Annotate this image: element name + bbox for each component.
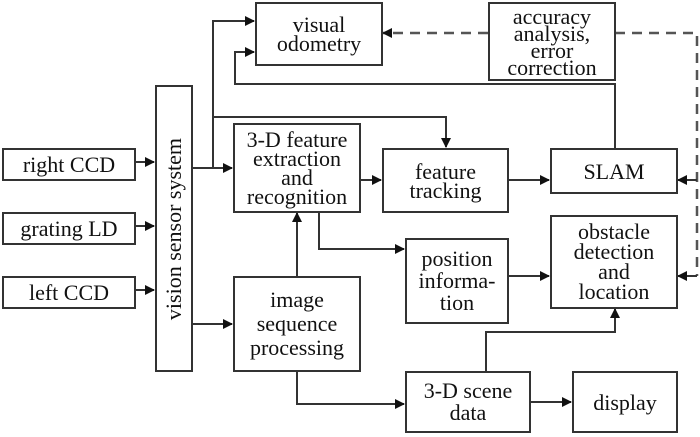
label: right CCD — [22, 152, 116, 177]
node-3d-scene-data: 3-D scene data — [405, 371, 531, 433]
node-image-sequence-processing: image sequence processing — [233, 276, 361, 372]
node-visual-odometry: visual odometry — [255, 2, 383, 66]
edge-accuracy-to-right-rail — [615, 31, 699, 276]
label: grating LD — [20, 216, 118, 241]
label: visual odometry — [276, 12, 362, 56]
label: obstacle detection and location — [573, 219, 655, 304]
label: vision sensor system — [161, 137, 186, 320]
label: left CCD — [28, 280, 110, 305]
label: 3-D scene data — [423, 378, 513, 425]
node-right-ccd: right CCD — [2, 148, 136, 181]
label: accuracy analysis, error correction — [507, 3, 597, 80]
node-feature-extraction: 3-D feature extraction and recognition — [233, 123, 361, 213]
edge-feature-extraction-to-position — [318, 212, 405, 254]
edge-vision-to-odometry — [212, 16, 255, 168]
edge-image-sequence-to-scene-data — [296, 371, 405, 409]
edge-slam-to-odometry — [234, 47, 616, 148]
node-grating-ld: grating LD — [2, 212, 136, 245]
node-feature-tracking: feature tracking — [382, 148, 509, 213]
edge-vision-to-feature-tracking — [213, 116, 451, 148]
node-position-information: position informa- tion — [405, 238, 509, 324]
node-obstacle-detection: obstacle detection and location — [550, 215, 678, 309]
label: SLAM — [583, 158, 645, 184]
node-slam: SLAM — [550, 148, 678, 194]
label: display — [593, 389, 657, 415]
node-accuracy-analysis: accuracy analysis, error correction — [488, 2, 616, 81]
label: feature tracking — [409, 158, 482, 203]
label: position informa- tion — [418, 246, 496, 315]
node-display: display — [572, 371, 678, 433]
node-left-ccd: left CCD — [2, 276, 136, 309]
label: image sequence processing — [249, 287, 345, 360]
node-vision-sensor-system: vision sensor system — [155, 85, 193, 372]
edge-scene-data-to-obstacle — [485, 308, 620, 371]
label: 3-D feature extraction and recognition — [246, 127, 348, 209]
